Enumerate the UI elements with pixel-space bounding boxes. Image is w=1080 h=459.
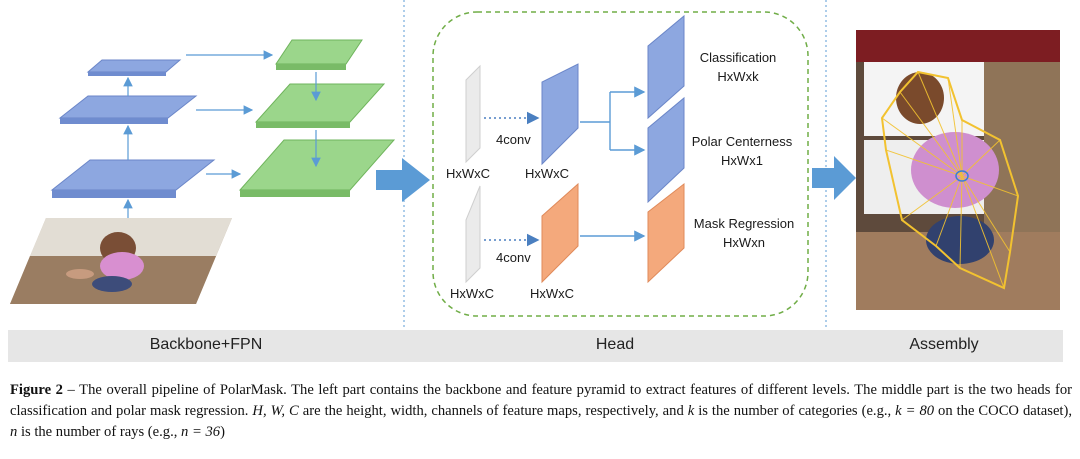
backbone-level-2-top: [58, 95, 198, 119]
caption-text-4: on the COCO dataset),: [934, 403, 1072, 419]
caption-text-6: ): [220, 424, 225, 440]
arrow-to-assembly: [812, 156, 856, 200]
caption-n: n: [10, 424, 18, 440]
segmented-child-icon: [856, 30, 1060, 310]
fpn-level-3-side: [276, 64, 346, 70]
mask-regression-output: [647, 182, 685, 284]
caption-text-5: is the number of rays (e.g.,: [17, 424, 182, 440]
head-tower-bottom: [541, 182, 579, 284]
section-band: [8, 330, 1063, 362]
backbone-pyramid: [50, 59, 216, 218]
conv-bottom-label: 4conv: [496, 250, 531, 265]
caption-k-eq: k = 80: [895, 403, 935, 419]
caption-k: k: [687, 403, 695, 419]
caption-vars: H, W, C: [252, 403, 299, 419]
arrow-to-head: [376, 158, 430, 202]
feat-out-top-label: HxWxC: [525, 166, 569, 181]
conv-top-label: 4conv: [496, 132, 531, 147]
pipeline-diagram: 4conv 4conv HxWxC HxWxC HxWxC HxWxC Clas…: [10, 0, 1060, 330]
centerness-output: [647, 96, 685, 204]
figure-caption: Figure 2 – The overall pipeline of Polar…: [10, 380, 1072, 443]
section-assembly-label: Assembly: [909, 336, 979, 353]
backbone-level-1-top: [50, 159, 216, 191]
caption-n-eq: n = 36: [181, 424, 221, 440]
caption-text-3: is the number of categories (e.g.,: [694, 403, 896, 419]
caption-text-1: – The overall pipeline of PolarMask. The…: [10, 382, 1072, 419]
fpn-level-3-top: [275, 39, 363, 65]
head-tower-top: [541, 63, 579, 166]
backbone-level-2-side: [60, 118, 168, 124]
mask-dims: HxWxn: [723, 235, 765, 250]
figure-label: Figure 2: [10, 382, 63, 398]
fpn-level-1-side: [240, 190, 350, 197]
fpn-level-2-top: [254, 83, 386, 123]
fpn-pyramid: [238, 39, 396, 197]
feat-in-bottom-label: HxWxC: [450, 286, 494, 301]
head-input-top: [465, 64, 481, 164]
feat-in-top-label: HxWxC: [446, 166, 490, 181]
backbone-level-1-side: [52, 190, 176, 198]
classification-dims: HxWxk: [717, 69, 759, 84]
centerness-title: Polar Centerness: [692, 134, 793, 149]
classification-output: [647, 14, 685, 120]
backbone-level-3-top: [86, 59, 182, 73]
caption-text-2: are the height, width, channels of featu…: [298, 403, 688, 419]
photo-of-child-icon: [10, 218, 232, 304]
fpn-level-1-top: [238, 139, 396, 191]
feat-out-bottom-label: HxWxC: [530, 286, 574, 301]
section-head-label: Head: [595, 336, 635, 353]
head-dashed-box: [432, 11, 809, 317]
backbone-level-3-side: [88, 72, 166, 76]
classification-title: Classification: [700, 50, 777, 65]
mask-title: Mask Regression: [694, 216, 794, 231]
head-input-bottom: [465, 185, 481, 284]
centerness-dims: HxWx1: [721, 153, 763, 168]
section-backbone-label: Backbone+FPN: [149, 336, 263, 353]
fpn-level-2-side: [256, 122, 350, 128]
